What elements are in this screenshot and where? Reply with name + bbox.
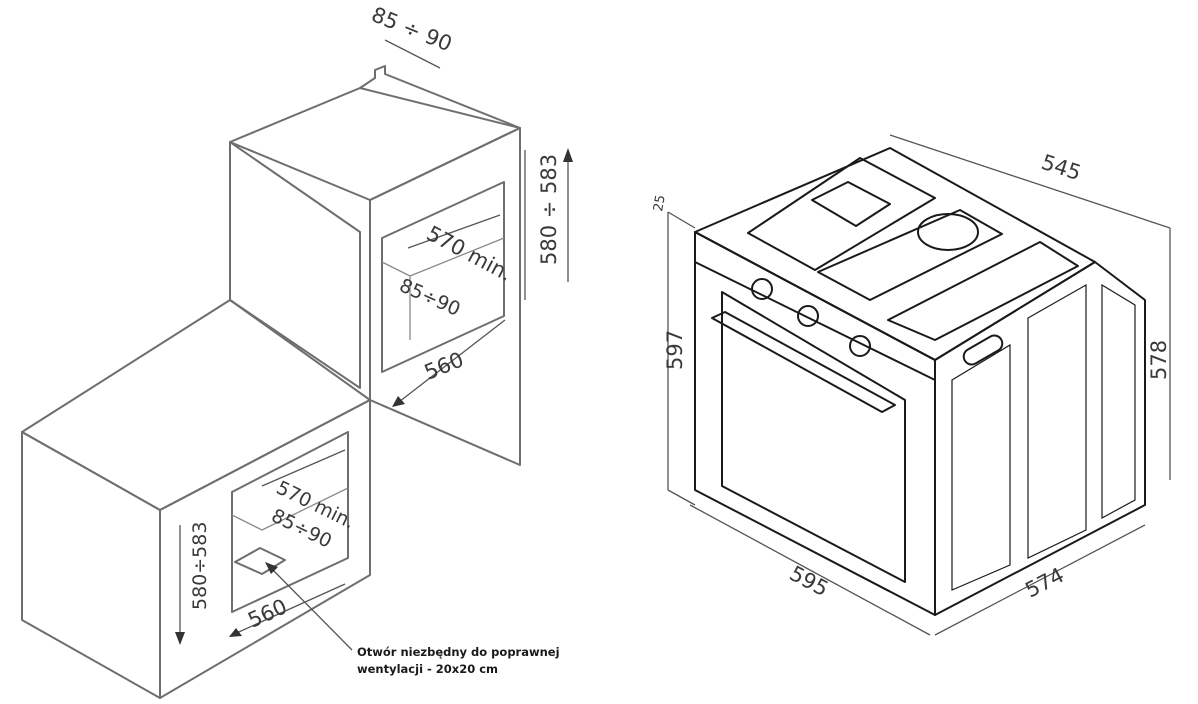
upper-cabinet-top (229, 87, 521, 201)
dim-panel-thickness: 25 (651, 194, 669, 213)
dim-upper-height: 580 ÷ 583 (537, 154, 561, 265)
side-panel-2 (1027, 283, 1087, 559)
dim-lower-height: 580÷583 (189, 522, 211, 610)
top-vent-cover (747, 157, 936, 271)
knob-3 (849, 335, 871, 357)
upper-cabinet-side (369, 127, 521, 466)
upper-oven-niche (381, 181, 505, 373)
lower-niche-shelf (231, 487, 349, 531)
lower-cabinet-top (21, 299, 371, 511)
knob-1 (751, 278, 773, 300)
top-round-plate (917, 213, 979, 251)
dim-lower-width: 560 (244, 594, 290, 632)
dim-upper-depth: 570 min. (423, 221, 516, 286)
upper-cabinet-front (229, 141, 361, 389)
note-leader (267, 564, 353, 651)
top-panel-2 (817, 209, 1003, 301)
dim-oven-width: 595 (786, 561, 833, 601)
side-handle-slot (962, 334, 1004, 366)
oven-side (934, 261, 1146, 616)
oven-handle (711, 311, 896, 413)
knob-2 (797, 305, 819, 327)
ventilation-note: Otwór niezbędny do poprawnej wentylacji … (357, 644, 577, 677)
top-vent-slot (359, 65, 521, 129)
dim-top-gap: 85 ÷ 90 (368, 2, 455, 56)
top-panel-3 (887, 241, 1079, 341)
top-recess-box (811, 181, 891, 227)
lower-oven-niche (231, 431, 349, 613)
side-panel-1 (951, 343, 1011, 591)
oven-control-panel (694, 231, 936, 381)
dim-oven-height: 597 (663, 330, 687, 370)
dim-upper-vent: 85÷90 (396, 274, 464, 320)
lower-cabinet-front (21, 431, 161, 699)
ventilation-hole (234, 547, 286, 575)
dim-oven-depth-top: 545 (1038, 150, 1084, 185)
oven-drawing: 25 597 545 578 595 574 (651, 134, 1171, 636)
dim-upper-width: 560 (421, 347, 467, 384)
oven-door-window (721, 291, 906, 583)
side-panel-3 (1101, 283, 1136, 520)
cabinet-drawing: 85 ÷ 90 580 ÷ 583 570 min. 85÷90 560 570… (21, 2, 573, 699)
ventilation-note-line2: wentylacji - 20x20 cm (357, 661, 499, 676)
dim-oven-side-height: 578 (1147, 340, 1171, 380)
lower-cabinet-side (159, 399, 371, 699)
ventilation-note-line1: Otwór niezbędny do poprawnej (357, 645, 560, 659)
oven-front (694, 231, 936, 616)
